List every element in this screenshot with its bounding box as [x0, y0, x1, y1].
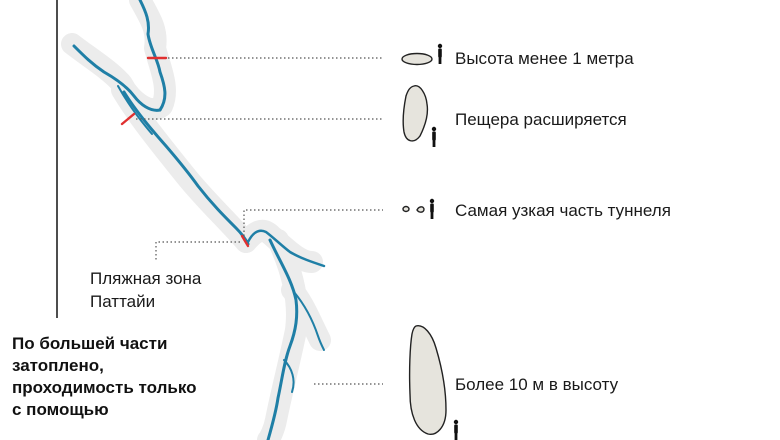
- leader-lines: [136, 57, 383, 385]
- cross-section-tall: [408, 325, 447, 435]
- section-marker-2: [120, 112, 136, 126]
- cross-section-low: [401, 52, 433, 66]
- flooded-note-line1: По большей части: [12, 334, 168, 353]
- flooded-note-line2: затоплено,: [12, 356, 104, 375]
- label-height-under-1m: Высота менее 1 метра: [455, 49, 634, 68]
- beach-zone-line1: Пляжная зона: [90, 269, 202, 288]
- section-marker-3: [240, 234, 250, 248]
- underground-water-channel: [72, 0, 326, 440]
- label-cave-widens: Пещера расширяется: [455, 110, 627, 129]
- flooded-note-line4: с помощью: [12, 400, 109, 419]
- person-icon: [431, 126, 437, 147]
- beach-zone-line2: Паттайи: [90, 292, 156, 311]
- leader-line-4: [155, 241, 240, 262]
- cross-sections: [401, 52, 447, 435]
- flooded-note-line3: проходимость только: [12, 378, 197, 397]
- flooded-note: По большей части затоплено, проходимость…: [12, 333, 262, 421]
- section-markers: [120, 56, 250, 248]
- label-narrowest-part: Самая узкая часть туннеля: [455, 201, 671, 220]
- cross-section-narrow-1: [402, 205, 410, 213]
- person-icon: [437, 43, 443, 64]
- leader-line-3: [243, 209, 383, 236]
- person-scale-icons: [429, 43, 459, 440]
- cross-section-narrow-2: [416, 206, 425, 213]
- person-icon: [429, 198, 435, 219]
- label-over-10m: Более 10 м в высоту: [455, 375, 619, 394]
- cross-section-wide: [402, 85, 429, 142]
- person-icon: [453, 419, 459, 440]
